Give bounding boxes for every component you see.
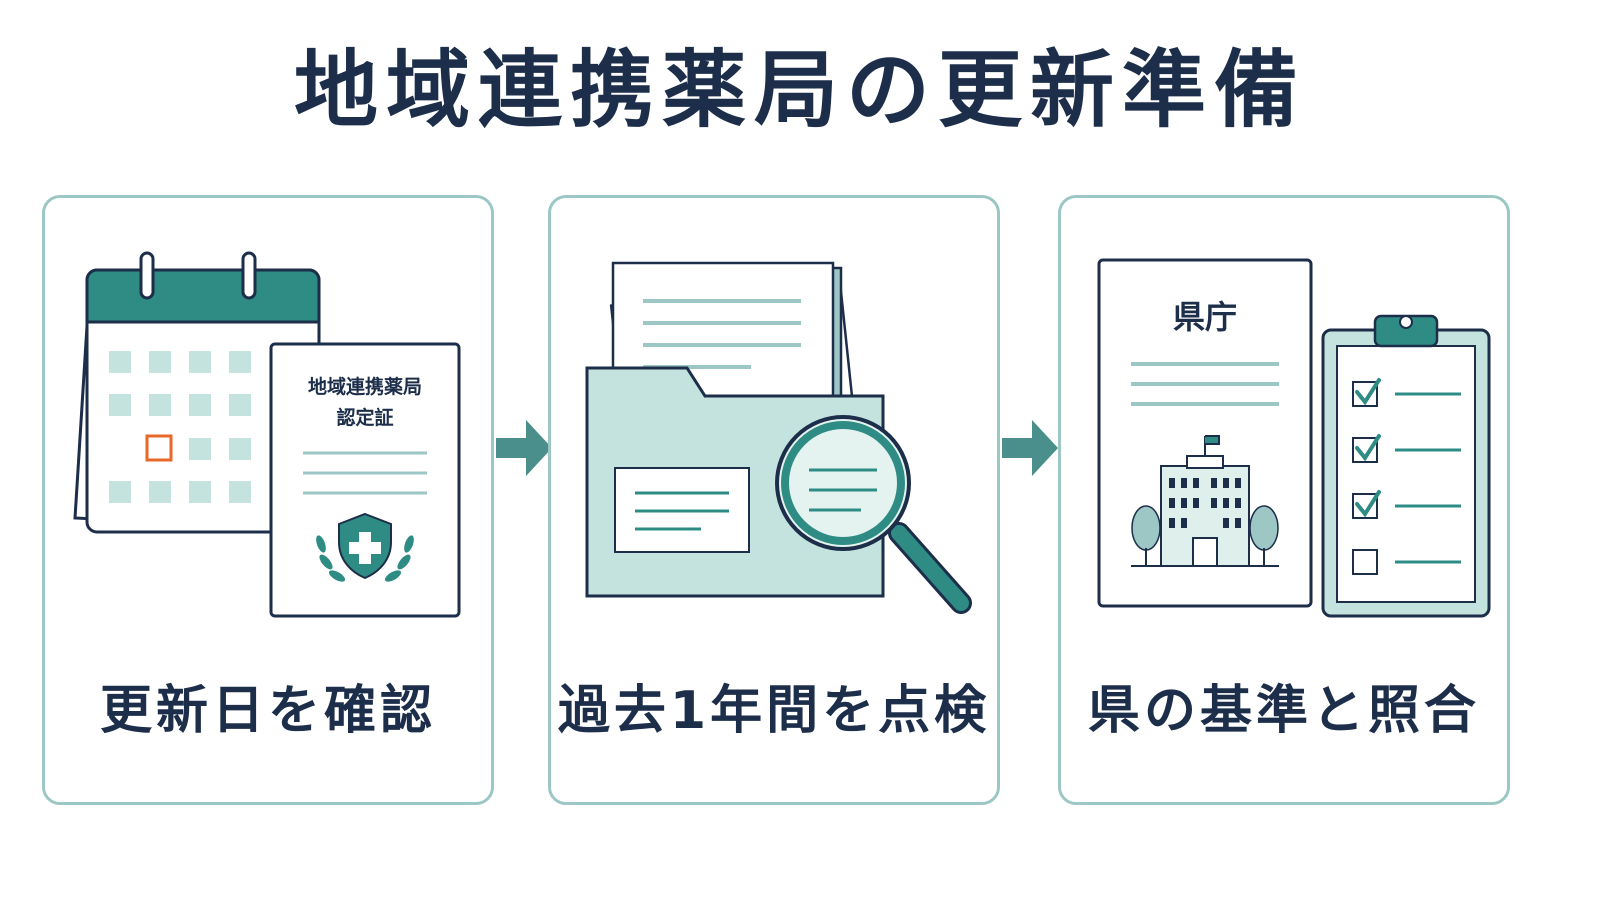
tree-icon [1131,505,1279,551]
prefecture-document-title: 県庁 [1173,298,1237,336]
certificate-icon [269,342,461,618]
arrow-right-icon [1002,420,1058,476]
folder-magnifier-icon [585,261,972,614]
step-label-2: 過去1年間を点検 [557,681,991,741]
calendar-certificate-icon: 地域連携薬局 認定証 [73,251,461,618]
step-card-1: 地域連携薬局 認定証 更新日を確認 [42,195,494,805]
page-title: 地域連携薬局の更新準備 [293,41,1306,139]
magnifier-icon [775,415,911,551]
government-building-icon [1131,435,1279,567]
highlighted-date [145,434,173,462]
step-card-3: 県庁 [1058,195,1510,805]
step-label-1: 更新日を確認 [99,681,436,741]
checkmark-icon [1355,378,1381,518]
certificate-text-line1: 地域連携薬局 [308,375,422,398]
laurel-icon [316,535,414,582]
arrow-right-icon [496,420,552,476]
prefecture-checklist-icon: 県庁 [1097,258,1491,618]
certificate-text-line2: 認定証 [336,406,393,429]
step-card-2: 過去1年間を点検 [548,195,1000,805]
step-label-3: 県の基準と照合 [1087,681,1480,741]
